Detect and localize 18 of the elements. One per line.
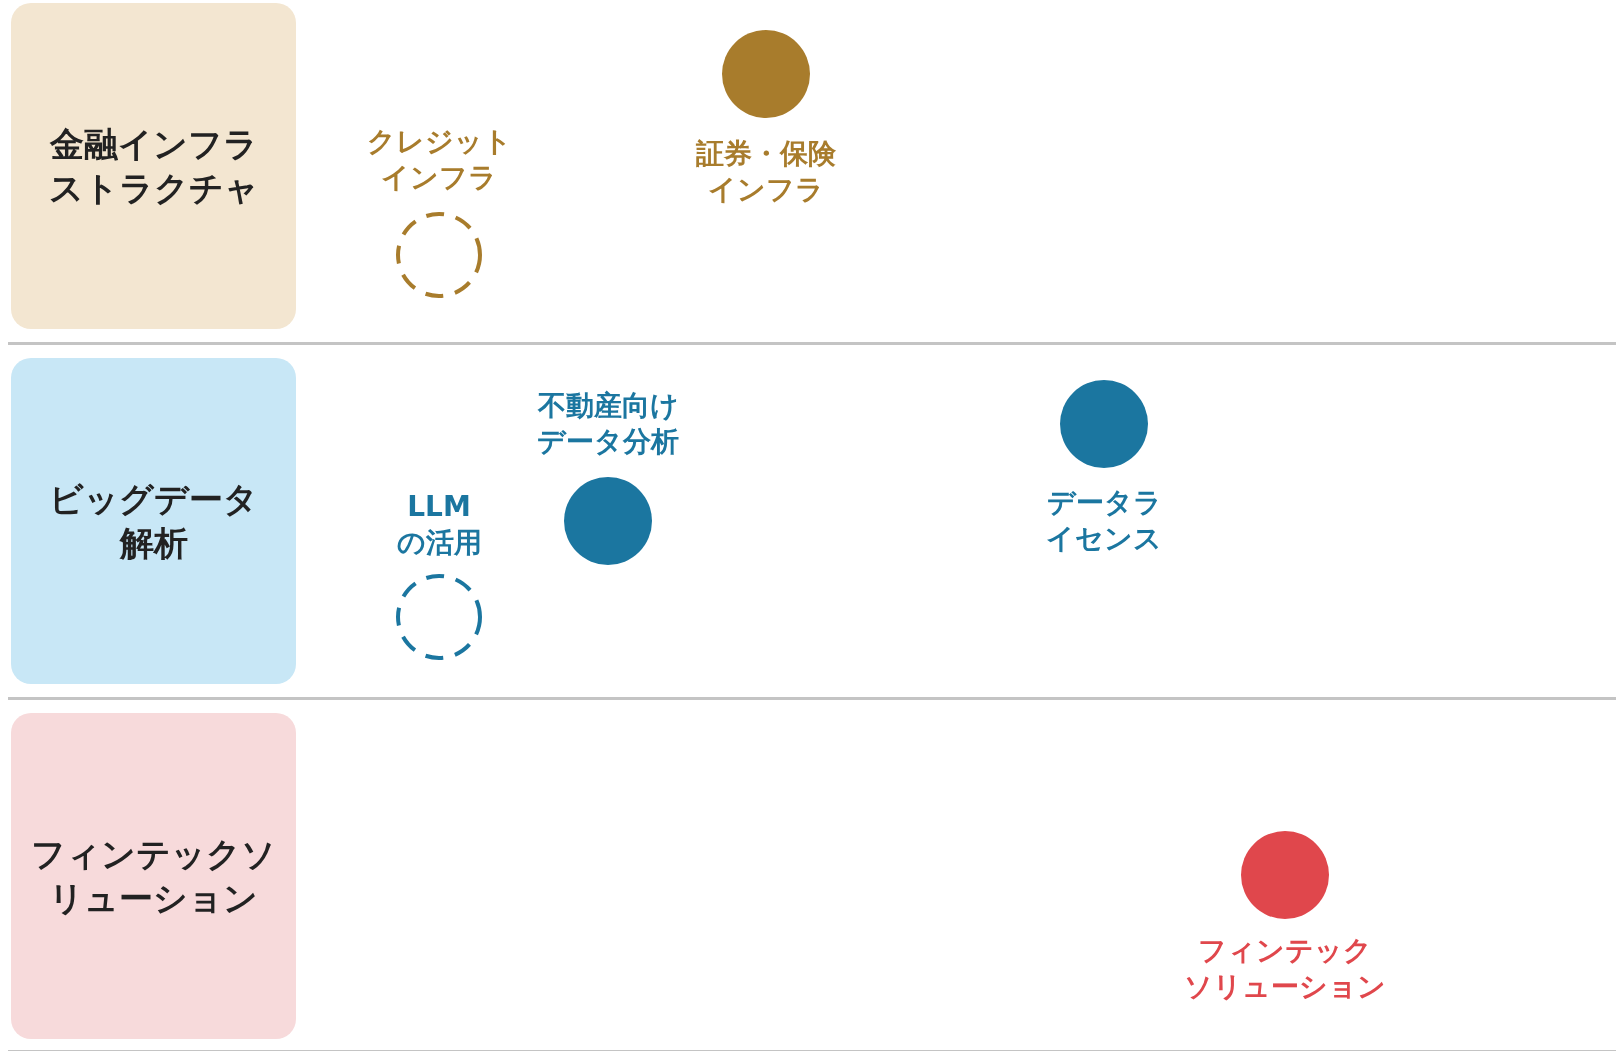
lane-title: フィンテックソリューション <box>30 832 277 920</box>
lane-header-card <box>11 3 296 329</box>
filled-circle <box>1060 380 1148 468</box>
item-label: 不動産向けデータ分析 <box>536 387 680 460</box>
item-label: クレジットインフラ <box>365 123 513 196</box>
item-label: LLMの活用 <box>395 488 483 561</box>
lane-header-card <box>11 713 296 1039</box>
lane-header-card <box>11 358 296 684</box>
filled-circle <box>564 477 652 565</box>
lane-title: 金融インフラストラクチャ <box>47 122 260 210</box>
filled-circle <box>722 30 810 118</box>
dashed-circle <box>395 573 483 661</box>
item-label: データライセンス <box>1045 484 1163 557</box>
lane-title: ビッグデータ解析 <box>48 477 259 565</box>
filled-circle <box>1241 831 1329 919</box>
item-label: フィンテックソリューション <box>1183 932 1387 1005</box>
item-label: 証券・保険インフラ <box>695 135 837 208</box>
dashed-circle <box>395 211 483 299</box>
